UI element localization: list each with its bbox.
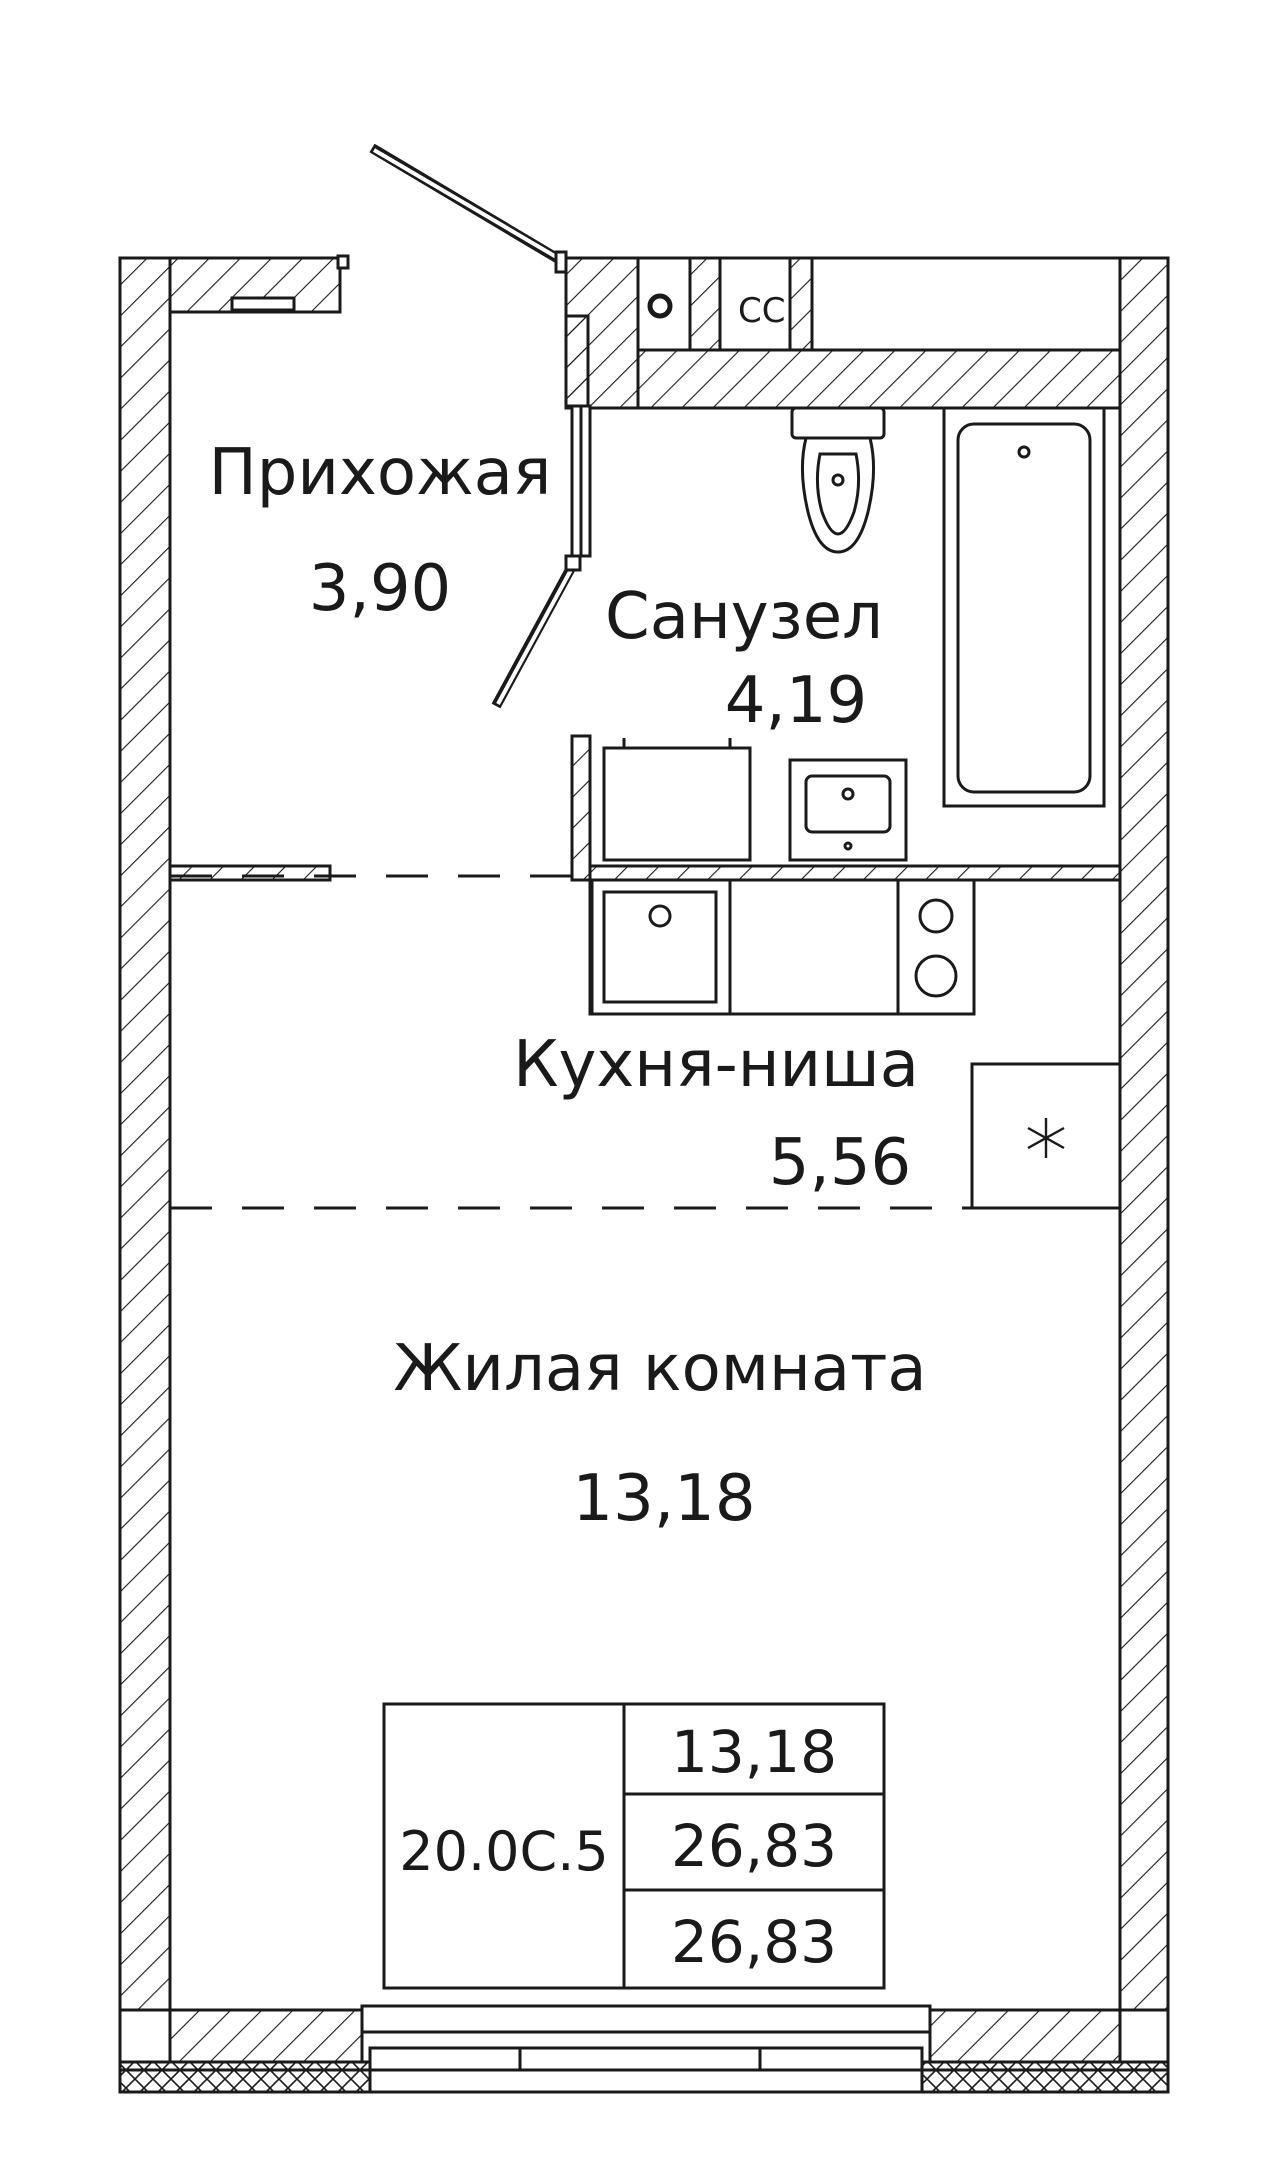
room-name-kitchen: Кухня-ниша [513, 1028, 919, 1102]
bathroom-door [491, 554, 582, 709]
partition-bathroom-kitchen [588, 864, 1122, 882]
right-wall [1118, 256, 1170, 2072]
room-area-hallway: 3,90 [309, 552, 452, 626]
room-name-bathroom: Санузел [605, 580, 883, 654]
window [360, 2004, 932, 2094]
left-wall [118, 256, 172, 2072]
room-area-bathroom: 4,19 [725, 664, 868, 738]
room-name-hallway: Прихожая [209, 436, 552, 510]
bathtub [942, 406, 1106, 808]
summary-table [382, 1702, 886, 1990]
washing-machine [602, 738, 752, 862]
ventilation-shaft [636, 256, 814, 352]
room-area-kitchen: 5,56 [769, 1126, 912, 1200]
shaft-label: СС [738, 291, 785, 331]
summary-living-area: 13,18 [671, 1718, 837, 1786]
summary-total-area-with-balcony: 26,83 [671, 1908, 837, 1976]
partition-hallway-living [168, 864, 332, 882]
cooktop [896, 878, 976, 1016]
kitchen-sink [590, 878, 732, 1016]
toilet [790, 406, 886, 554]
bathroom-left-wall [564, 314, 592, 882]
room-name-living: Жилая комната [393, 1332, 926, 1406]
room-area-living: 13,18 [572, 1462, 755, 1536]
snowflake-icon [1027, 1118, 1065, 1158]
summary-total-area: 26,83 [671, 1812, 837, 1880]
entrance-door [369, 143, 568, 274]
apartment-code: 20.0С.5 [399, 1820, 608, 1883]
washbasin [788, 758, 908, 862]
top-wall-left [168, 254, 350, 314]
